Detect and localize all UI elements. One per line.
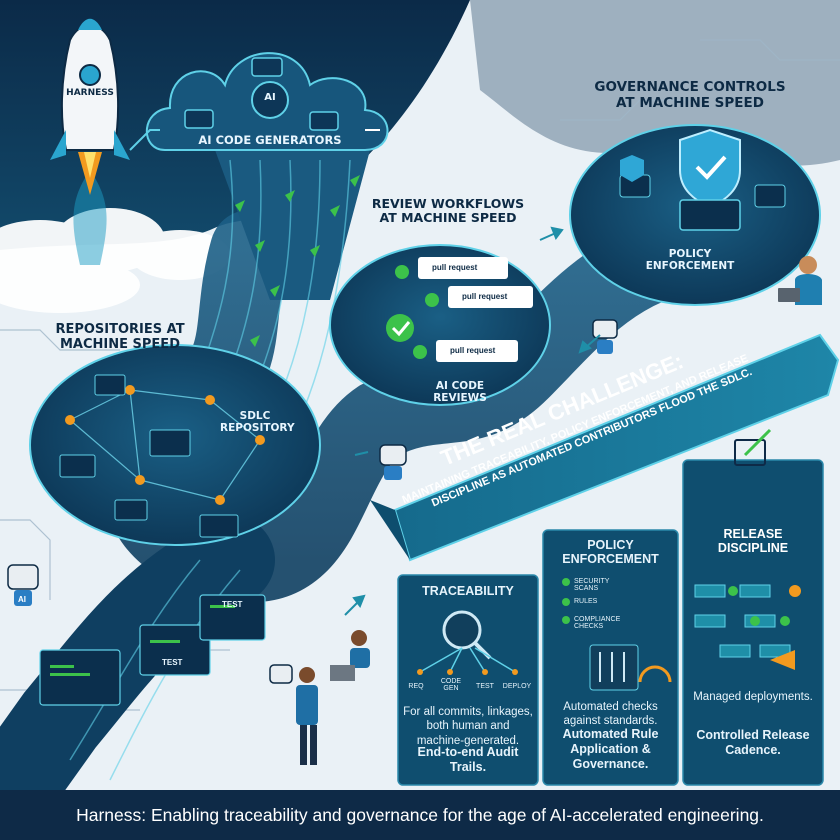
traceability-panel [397,574,539,786]
check-security-scans: SECURITY SCANS [574,578,610,592]
person-icon [778,256,822,305]
person-icon [296,630,370,765]
rocket-label: HARNESS [66,88,114,98]
magnifier-icon [417,610,518,675]
robot-icon [7,564,39,606]
traceability-description: For all commits, linkages, both human an… [403,706,533,747]
traceability-emphasis: End-to-end Audit Trails. [417,745,519,774]
traceability-title: TRACEABILITY [422,584,514,598]
stage-test: TEST [476,683,494,690]
footer-caption: Harness: Enabling traceability and gover… [0,790,840,840]
flow-arrows [344,226,601,616]
check-rules: RULES [574,598,598,605]
release-emphasis: Controlled Release Cadence. [696,728,810,757]
policy-description: Automated checks against standards. [563,701,658,728]
test-card-label: TEST [222,600,243,609]
robot-icon [379,444,407,480]
release-description: Managed deployments. [693,691,813,703]
check-compliance: COMPLIANCE CHECKS [574,616,621,630]
policy-emphasis: Automated Rule Application & Governance. [562,727,659,771]
cloud-icon [145,52,389,151]
pull-request-card-1: pull request [432,263,478,272]
test-card-label-2: TEST [162,658,183,667]
code-cards [39,594,266,706]
stage-deploy: DEPLOY [502,683,532,690]
challenge-banner [370,333,840,562]
pull-request-cards [418,257,533,362]
stage-req: REQ [408,683,424,690]
pull-request-card-2: pull request [462,292,508,301]
robot-badge: AI [18,595,26,604]
control-panel-icon [589,644,639,691]
review-platform [329,244,551,406]
ai-badge: AI [264,92,276,103]
stage-code-gen: CODE GEN [440,678,462,692]
gauge-icon [638,665,672,683]
robot-icon [269,664,293,684]
robot-icon [592,319,618,354]
release-icon [734,428,772,466]
generators-title: AI CODE GENERATORS [198,133,342,147]
rocket-icon [50,18,130,265]
pull-request-card-3: pull request [450,346,496,355]
